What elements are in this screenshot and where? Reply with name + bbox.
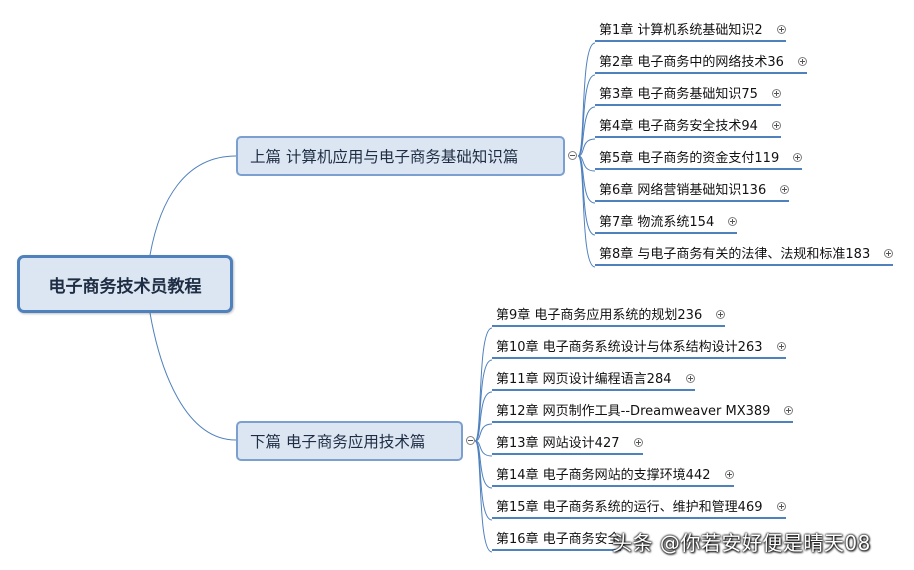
expand-icon[interactable] [776, 502, 786, 511]
chapter-node[interactable]: 第2章 电子商务中的网络技术36 [595, 52, 807, 74]
main-topic-lower-label: 下篇 电子商务应用技术篇 [250, 433, 426, 451]
connector-central-upper [149, 155, 237, 256]
chapter-label: 第3章 电子商务基础知识75 [599, 87, 758, 102]
branch-connector [474, 423, 493, 442]
chapter-label: 第4章 电子商务安全技术94 [599, 119, 758, 134]
expand-icon[interactable] [685, 374, 695, 383]
chapter-node[interactable]: 第5章 电子商务的资金支付119 [595, 148, 803, 170]
expand-icon[interactable] [633, 438, 643, 447]
chapter-node[interactable]: 第6章 网络营销基础知识136 [595, 180, 790, 202]
chapter-node[interactable]: 第8章 与电子商务有关的法律、法规和标准183 [595, 244, 894, 266]
chapter-label: 第16章 电子商务安全 [496, 532, 621, 547]
expand-icon[interactable] [884, 249, 894, 258]
chapter-node[interactable]: 第4章 电子商务安全技术94 [595, 116, 781, 138]
expand-icon[interactable] [784, 406, 794, 415]
branch-connector [577, 155, 596, 268]
chapter-label: 第10章 电子商务系统设计与体系结构设计263 [496, 340, 763, 355]
chapter-label: 第5章 电子商务的资金支付119 [599, 151, 780, 166]
expand-icon[interactable] [793, 153, 803, 162]
chapter-label: 第11章 网页设计编程语言284 [496, 372, 672, 387]
chapter-node[interactable]: 第1章 计算机系统基础知识2 [595, 20, 786, 42]
chapter-label: 第1章 计算机系统基础知识2 [599, 23, 763, 38]
chapter-label: 第14章 电子商务网站的支撑环境442 [496, 468, 711, 483]
central-topic-label: 电子商务技术员教程 [48, 276, 202, 297]
chapter-node[interactable]: 第10章 电子商务系统设计与体系结构设计263 [492, 337, 786, 359]
chapter-label: 第12章 网页制作工具--Dreamweaver MX389 [496, 404, 771, 419]
expand-icon[interactable] [797, 57, 807, 66]
expand-icon[interactable] [728, 217, 738, 226]
chapter-label: 第9章 电子商务应用系统的规划236 [496, 308, 703, 323]
collapse-lower-icon[interactable] [466, 436, 475, 445]
chapter-node[interactable]: 第12章 网页制作工具--Dreamweaver MX389 [492, 401, 794, 423]
branch-connector [474, 440, 493, 553]
chapter-label: 第6章 网络营销基础知识136 [599, 183, 767, 198]
chapter-node[interactable]: 第9章 电子商务应用系统的规划236 [492, 305, 726, 327]
expand-icon[interactable] [771, 89, 781, 98]
expand-icon[interactable] [716, 310, 726, 319]
chapter-node[interactable]: 第11章 网页设计编程语言284 [492, 369, 695, 391]
expand-icon[interactable] [780, 185, 790, 194]
chapter-label: 第8章 与电子商务有关的法律、法规和标准183 [599, 247, 871, 262]
branch-connector [577, 138, 596, 157]
upper-branch-lines [577, 42, 596, 268]
main-topic-upper[interactable]: 上篇 计算机应用与电子商务基础知识篇 [236, 136, 565, 176]
watermark: 头条 @你若安好便是晴天08 [612, 531, 871, 555]
chapter-node[interactable]: 第7章 物流系统154 [595, 212, 738, 234]
connector-central-lower [149, 312, 237, 441]
lower-branch-lines [474, 327, 493, 553]
expand-icon[interactable] [776, 25, 786, 34]
expand-icon[interactable] [724, 470, 734, 479]
chapter-node[interactable]: 第16章 电子商务安全 [492, 529, 621, 551]
chapter-node[interactable]: 第14章 电子商务网站的支撑环境442 [492, 465, 734, 487]
central-topic[interactable]: 电子商务技术员教程 [17, 255, 233, 313]
chapter-node[interactable]: 第3章 电子商务基础知识75 [595, 84, 781, 106]
chapter-label: 第2章 电子商务中的网络技术36 [599, 55, 784, 70]
chapter-node[interactable]: 第15章 电子商务系统的运行、维护和管理469 [492, 497, 786, 519]
chapter-node[interactable]: 第13章 网站设计427 [492, 433, 643, 455]
collapse-upper-icon[interactable] [568, 151, 577, 160]
main-topic-lower[interactable]: 下篇 电子商务应用技术篇 [236, 421, 463, 461]
chapter-label: 第13章 网站设计427 [496, 436, 620, 451]
branch-connector [577, 106, 596, 157]
expand-icon[interactable] [776, 342, 786, 351]
main-topic-upper-label: 上篇 计算机应用与电子商务基础知识篇 [250, 148, 519, 166]
chapter-label: 第7章 物流系统154 [599, 215, 715, 230]
branch-connector [474, 391, 493, 442]
chapter-label: 第15章 电子商务系统的运行、维护和管理469 [496, 500, 763, 515]
expand-icon[interactable] [771, 121, 781, 130]
